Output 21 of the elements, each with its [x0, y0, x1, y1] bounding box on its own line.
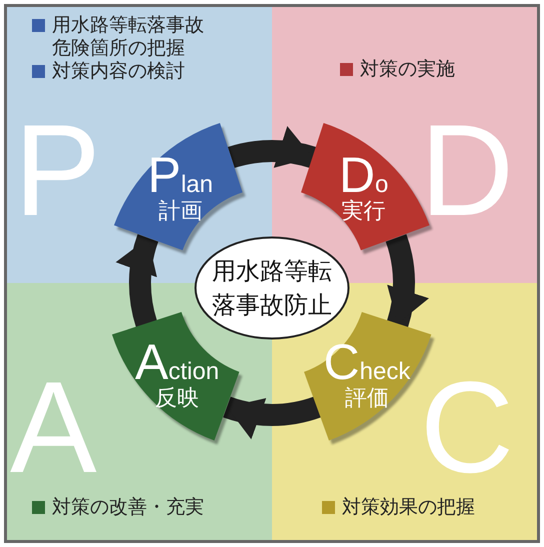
goal-ellipse — [194, 236, 350, 340]
stage-name: Action — [134, 336, 220, 387]
large-letter: D — [420, 105, 514, 235]
cycle-segment — [301, 123, 430, 250]
stage-label: 評価 — [344, 386, 390, 411]
stage-label: 計画 — [157, 200, 204, 224]
stage-label: 実行 — [340, 200, 387, 224]
cycle-segment — [114, 123, 243, 250]
large-letter: C — [420, 362, 514, 492]
stage-name: Check — [322, 336, 412, 387]
large-letter: P — [14, 105, 101, 235]
cycle-arrow — [384, 234, 428, 327]
cycle-arrow — [228, 128, 316, 170]
large-letter: A — [10, 362, 97, 492]
stage-name: Do — [338, 150, 390, 200]
cycle-arrow — [117, 234, 160, 327]
stage-label: 反映 — [154, 386, 200, 411]
cycle-arrow — [224, 396, 320, 438]
note-text: 用水路等転落事故危険箇所の把握 — [32, 14, 217, 60]
stage-name: Plan — [146, 150, 214, 200]
goal-text: 用水路等転落事故防止 — [212, 256, 332, 321]
